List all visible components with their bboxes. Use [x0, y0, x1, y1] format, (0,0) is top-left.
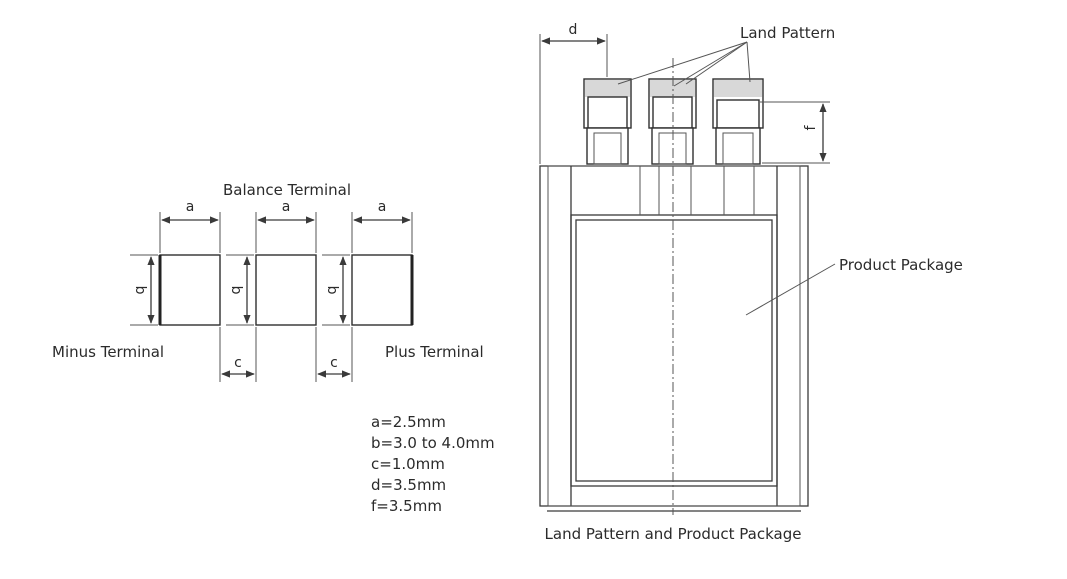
land-pad-left: [583, 78, 632, 165]
spec-d: d=3.5mm: [371, 476, 446, 494]
product-package-drawing: d f Land Pattern Product Package Land Pa…: [539, 22, 963, 543]
plus-terminal-label: Plus Terminal: [385, 343, 484, 361]
balance-terminal-label: Balance Terminal: [223, 181, 351, 199]
dim-f-label: f: [803, 124, 819, 130]
plus-terminal-pad: [351, 254, 413, 326]
minus-terminal-label: Minus Terminal: [52, 343, 164, 361]
spec-b: b=3.0 to 4.0mm: [371, 434, 495, 452]
land-pattern-label: Land Pattern: [740, 24, 835, 42]
spec-a: a=2.5mm: [371, 413, 446, 431]
dim-b-label-2: b: [228, 286, 244, 295]
dim-d-label: d: [569, 22, 578, 38]
dim-a-label-3: a: [378, 199, 387, 215]
dim-c-label-1: c: [234, 355, 242, 371]
diagram-caption: Land Pattern and Product Package: [545, 525, 802, 543]
balance-terminal-pad: [255, 254, 317, 326]
spec-f: f=3.5mm: [371, 497, 442, 515]
product-package-label: Product Package: [839, 256, 963, 274]
dimension-specs: a=2.5mm b=3.0 to 4.0mm c=1.0mm d=3.5mm f…: [371, 413, 495, 515]
terminal-layout: Balance Terminal a a a b b b: [52, 181, 484, 382]
dim-c-label-2: c: [330, 355, 338, 371]
dim-b-label-3: b: [324, 286, 340, 295]
spec-c: c=1.0mm: [371, 455, 445, 473]
cell-body: [570, 214, 778, 487]
minus-terminal-pad: [159, 254, 221, 326]
dim-a-label-1: a: [186, 199, 195, 215]
dim-b-label-1: b: [132, 286, 148, 295]
package-outline: [539, 165, 809, 507]
land-pad-right: [712, 78, 764, 165]
dim-a-label-2: a: [282, 199, 291, 215]
